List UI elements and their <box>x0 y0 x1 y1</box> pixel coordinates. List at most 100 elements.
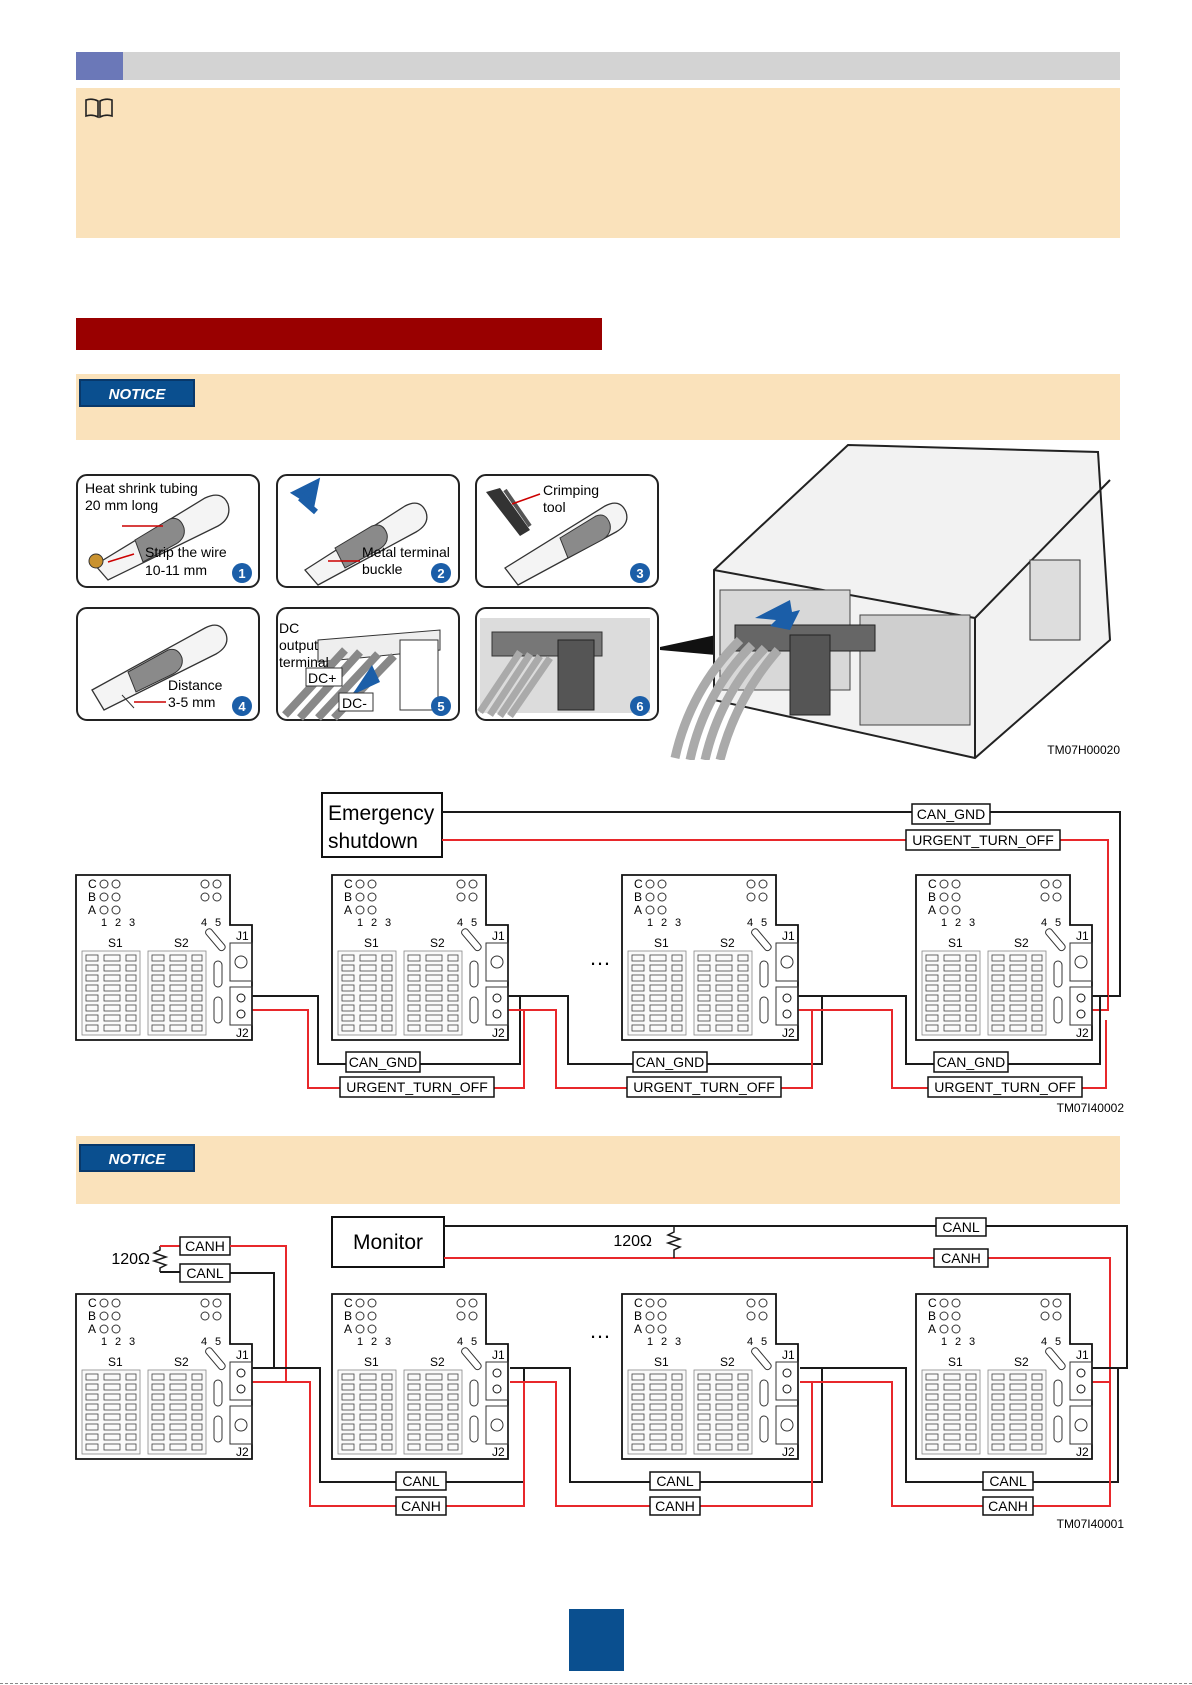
board-col-label: 1 <box>101 1336 107 1348</box>
board-col-label: 4 <box>457 1336 463 1348</box>
notice-tag-1: NOTICE <box>79 379 195 407</box>
port-j1-label: J1 <box>236 1348 249 1362</box>
step-5-label-a: DC <box>279 620 299 636</box>
switch-s2-label: S2 <box>174 936 189 950</box>
link-1-canl-label: CANL <box>402 1473 440 1489</box>
port-j2-label: J2 <box>1076 1026 1089 1040</box>
board-col-label: 5 <box>761 1336 767 1348</box>
board-row-label: C <box>634 1296 643 1310</box>
switch-s2-label: S2 <box>1014 936 1029 950</box>
board-row-label: B <box>88 890 96 904</box>
ellipsis-3: … <box>589 1318 611 1343</box>
section-header-bar <box>76 52 1120 80</box>
switch-s1-label: S1 <box>108 1355 123 1369</box>
step-3-label-a: Crimping <box>543 482 599 498</box>
can-bus-wiring-diagram: Monitor 120Ω CANL CANH 120Ω CANH CANL CA… <box>75 1216 1128 1531</box>
board-row-label: A <box>634 1322 642 1336</box>
terminator-canl-label: CANL <box>186 1265 224 1281</box>
board-col-label: 2 <box>955 1336 961 1348</box>
switch-s1-label: S1 <box>364 936 379 950</box>
port-j2-label: J2 <box>782 1445 795 1459</box>
monitor-resistor-label: 120Ω <box>613 1233 652 1250</box>
port-j2-label: J2 <box>492 1445 505 1459</box>
emergency-label-line2: shutdown <box>328 830 418 853</box>
board-col-label: 2 <box>661 917 667 929</box>
switch-s1-label: S1 <box>948 936 963 950</box>
board-row-label: C <box>928 1296 937 1310</box>
step-4-label-b: 3-5 mm <box>168 694 215 710</box>
step-2-panel: Metal terminal buckle 2 <box>276 474 460 588</box>
link-3-gnd-label: CAN_GND <box>937 1054 1005 1070</box>
figure-id-3: TM07I40001 <box>1057 1517 1125 1531</box>
board-row-label: A <box>344 1322 352 1336</box>
board-row-label: A <box>88 1322 96 1336</box>
switch-s1-label: S1 <box>654 1355 669 1369</box>
step-1-panel: Heat shrink tubing 20 mm long Strip the … <box>76 474 260 588</box>
board-col-label: 2 <box>371 917 377 929</box>
ellipsis-2: … <box>589 945 611 970</box>
switch-s1-label: S1 <box>948 1355 963 1369</box>
switch-s2-label: S2 <box>720 936 735 950</box>
link-1-canh-label: CANH <box>401 1498 441 1514</box>
board-col-label: 3 <box>385 1336 391 1348</box>
port-j2-label: J2 <box>1076 1445 1089 1459</box>
switch-s2-label: S2 <box>720 1355 735 1369</box>
step-3-panel: Crimping tool 3 <box>475 474 659 588</box>
port-j2-label: J2 <box>236 1445 249 1459</box>
step-5-label-b: output <box>279 637 318 653</box>
notice-box-2 <box>76 1136 1120 1204</box>
link-2-urgent-label: URGENT_TURN_OFF <box>633 1079 775 1095</box>
board-col-label: 3 <box>969 1336 975 1348</box>
step-6-number: 6 <box>636 699 643 714</box>
board-row-label: B <box>634 1309 642 1323</box>
emergency-shutdown-box: Emergency shutdown <box>321 792 443 858</box>
board-col-label: 1 <box>941 1336 947 1348</box>
dc-cable-installation-figure: Heat shrink tubing 20 mm long Strip the … <box>76 443 1120 760</box>
board-row-label: C <box>88 877 97 891</box>
board-col-label: 5 <box>215 1336 221 1348</box>
monitor-canh-label: CANH <box>941 1250 981 1266</box>
switch-s2-label: S2 <box>430 936 445 950</box>
footer-divider <box>0 1683 1192 1684</box>
board-col-label: 3 <box>969 917 975 929</box>
switch-s1-label: S1 <box>654 936 669 950</box>
step-4-number: 4 <box>238 699 246 714</box>
board-row-label: B <box>344 890 352 904</box>
terminator-canh-label: CANH <box>185 1238 225 1254</box>
step-6-panel: 6 <box>475 607 659 721</box>
step-1-label-c: Strip the wire <box>145 544 227 560</box>
board-row-label: A <box>928 903 936 917</box>
step-2-label-b: buckle <box>362 561 403 577</box>
switch-s1-label: S1 <box>364 1355 379 1369</box>
board-col-label: 5 <box>471 917 477 929</box>
step-4-panel: Distance 3-5 mm 4 <box>76 607 260 721</box>
board-col-label: 5 <box>1055 917 1061 929</box>
board-row-label: B <box>634 890 642 904</box>
board-col-label: 2 <box>955 917 961 929</box>
board-row-label: C <box>344 877 353 891</box>
top-wire-label-urgent: URGENT_TURN_OFF <box>912 832 1054 848</box>
step-1-label-a: Heat shrink tubing <box>85 480 198 496</box>
link-3-canl-label: CANL <box>989 1473 1027 1489</box>
board-col-label: 4 <box>747 917 753 929</box>
switch-s2-label: S2 <box>430 1355 445 1369</box>
board-col-label: 1 <box>941 917 947 929</box>
board-col-label: 5 <box>215 917 221 929</box>
figure-id-1: TM07H00020 <box>1047 743 1120 757</box>
board-col-label: 4 <box>1041 917 1047 929</box>
board-col-label: 3 <box>129 917 135 929</box>
switch-s1-label: S1 <box>108 936 123 950</box>
board-row-label: B <box>928 890 936 904</box>
step-5-label-e: DC- <box>342 695 367 711</box>
board-col-label: 5 <box>1055 1336 1061 1348</box>
port-j1-label: J1 <box>236 929 249 943</box>
monitor-label: Monitor <box>353 1231 423 1254</box>
board-col-label: 4 <box>201 1336 207 1348</box>
section-title-bar <box>76 318 602 350</box>
notice-box-1 <box>76 374 1120 440</box>
